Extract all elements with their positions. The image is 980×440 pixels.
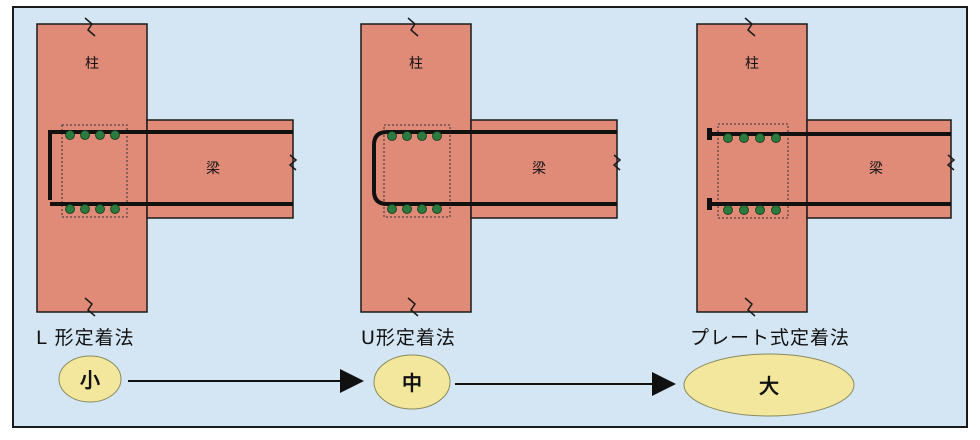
size-ellipse-small [58, 355, 122, 403]
beam-label: 梁 [532, 161, 546, 177]
diagram-plate-anchorage: 柱 梁 [696, 17, 956, 317]
column-break-top [407, 17, 419, 37]
beam-body [470, 119, 618, 219]
rebar-dots [723, 133, 781, 215]
beam-break [612, 154, 622, 171]
column-body [360, 23, 472, 313]
method-label-u: U形定着法 [361, 327, 456, 349]
column-label: 柱 [85, 56, 99, 72]
size-label-large: 大 [759, 374, 779, 398]
beam-label: 梁 [869, 161, 883, 177]
method-label-l: L 形定着法 [36, 327, 135, 349]
anchor-plate-bottom [707, 198, 712, 210]
size-ellipse-medium [373, 354, 451, 410]
joint-zone [61, 124, 128, 218]
joint-zone [717, 123, 789, 219]
column-break-top [744, 17, 756, 37]
rebar-dots [65, 130, 120, 214]
beam-label: 梁 [206, 161, 220, 177]
beam-body [806, 119, 952, 219]
column-label: 柱 [745, 56, 759, 72]
column-break-bottom [744, 297, 756, 317]
size-comparison: 小 中 大 [58, 353, 855, 417]
column-body [696, 23, 808, 313]
beam-break [946, 154, 956, 171]
rebar-top-l-bar [48, 130, 293, 200]
rebar-dots [387, 131, 442, 214]
beam-body [146, 119, 294, 219]
size-ellipse-large [683, 353, 855, 417]
size-label-small: 小 [80, 368, 100, 392]
method-label-plate: プレート式定着法 [690, 327, 851, 349]
anchor-plate-top [707, 128, 712, 140]
size-label-medium: 中 [402, 371, 422, 395]
beam-break [288, 154, 298, 171]
column-body [36, 23, 148, 313]
column-break-bottom [84, 297, 96, 317]
diagram-l-anchorage: 柱 梁 [36, 17, 298, 317]
joint-zone [383, 124, 451, 218]
diagram-u-anchorage: 柱 梁 [360, 17, 622, 317]
rebar-u-bar [372, 130, 617, 206]
column-break-top [84, 17, 96, 37]
column-label: 柱 [409, 56, 423, 72]
column-break-bottom [407, 297, 419, 317]
